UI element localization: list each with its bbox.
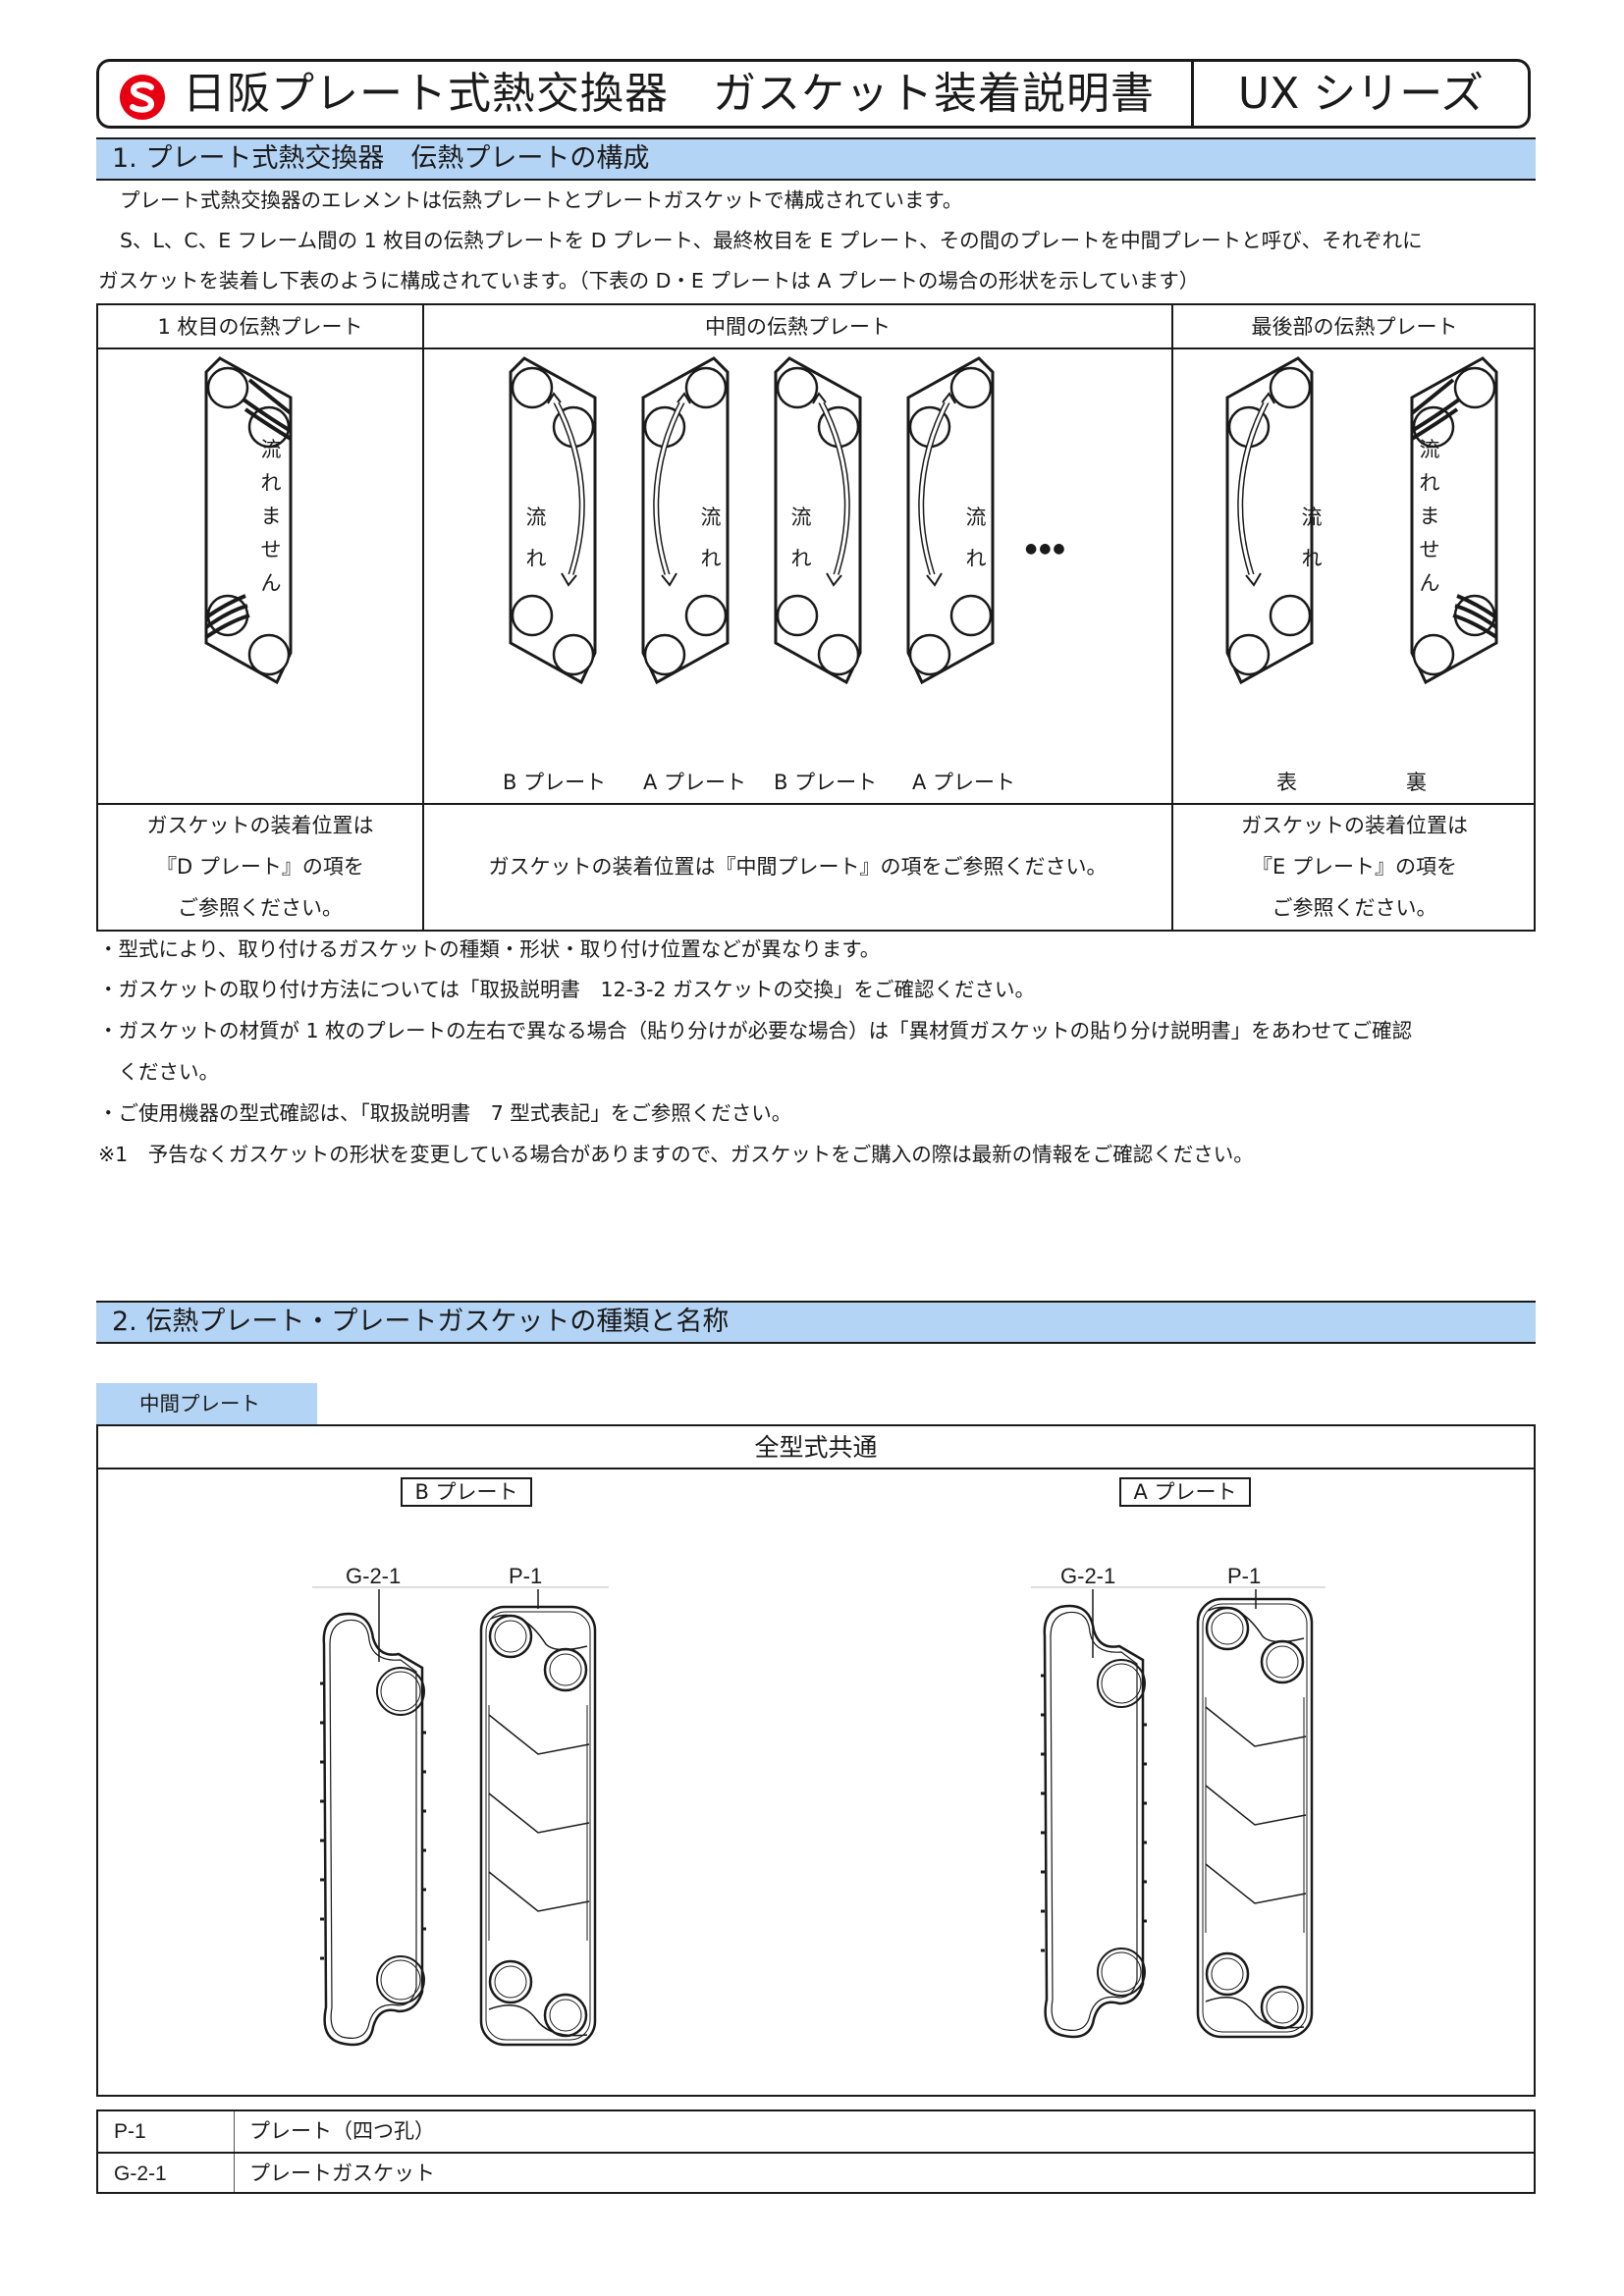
common-models-heading: 全型式共通 bbox=[98, 1426, 1534, 1469]
gasket-plate-drawings bbox=[312, 1586, 1326, 2047]
note-first-plate: ガスケットの装着位置は 『D プレート』の項を ご参照ください。 bbox=[98, 805, 422, 929]
note-line: ご参照ください。 bbox=[1272, 896, 1437, 920]
note-line: ガスケットの装着位置は bbox=[1241, 814, 1468, 837]
parts-row: G-2-1 プレートガスケット bbox=[98, 2154, 1534, 2194]
back-side-label: 裏 bbox=[1406, 771, 1427, 794]
plate-types-panel: 全型式共通 B プレート A プレート G-2-1 P-1 G-2-1 P-1 bbox=[96, 1424, 1536, 2097]
note-line: ガスケットの装着位置は bbox=[146, 814, 374, 837]
note-last-plate: ガスケットの装着位置は 『E プレート』の項を ご参照ください。 bbox=[1173, 805, 1536, 929]
column-header-first-plate: 1 枚目の伝熱プレート bbox=[157, 315, 363, 339]
column-header-middle-plates: 中間の伝熱プレート bbox=[705, 315, 891, 339]
series-name: UX シリーズ bbox=[1237, 69, 1485, 119]
flow-label-b1: 流れ bbox=[525, 506, 547, 570]
note-line: 『E プレート』の項を bbox=[1252, 855, 1457, 879]
no-flow-label-last: 流れません bbox=[1419, 438, 1440, 595]
flow-label-last: 流れ bbox=[1301, 506, 1323, 570]
flow-label-a1: 流れ bbox=[700, 506, 722, 570]
footnote-1: ※1 予告なくガスケットの形状を変更している場合がありますので、ガスケットをご購… bbox=[98, 1143, 1254, 1166]
note-bullet-3-cont: ください。 bbox=[98, 1060, 219, 1084]
table-divider bbox=[98, 347, 1534, 349]
part-name: プレートガスケット bbox=[249, 2162, 435, 2185]
b-plate-box-label: B プレート bbox=[401, 1477, 532, 1507]
header-divider bbox=[1191, 61, 1194, 127]
plate-a-label-2: A プレート bbox=[912, 771, 1016, 794]
a-gasket-code-label: G-2-1 bbox=[1060, 1564, 1116, 1588]
company-logo-icon bbox=[120, 75, 165, 120]
plate-a-label-1: A プレート bbox=[643, 771, 747, 794]
note-line: ご参照ください。 bbox=[178, 896, 343, 920]
intro-paragraph-2: S、L、C、E フレーム間の 1 枚目の伝熱プレートを D プレート、最終枚目を… bbox=[120, 229, 1423, 252]
plate-configuration-table: 1 枚目の伝熱プレート 中間の伝熱プレート 最後部の伝熱プレート bbox=[96, 303, 1536, 932]
intro-paragraph-1: プレート式熱交換器のエレメントは伝熱プレートとプレートガスケットで構成されていま… bbox=[120, 188, 963, 212]
note-line: 『D プレート』の項を bbox=[156, 855, 364, 879]
plate-b-label-1: B プレート bbox=[503, 771, 607, 794]
document-header bbox=[96, 59, 1531, 129]
section-1-heading: 1. プレート式熱交換器 伝熱プレートの構成 bbox=[96, 137, 1536, 181]
part-code: P-1 bbox=[114, 2120, 146, 2143]
b-plate-code-label: P-1 bbox=[509, 1564, 543, 1588]
section-2-heading: 2. 伝熱プレート・プレートガスケットの種類と名称 bbox=[96, 1301, 1536, 1344]
note-bullet-3: ・ガスケットの材質が 1 枚のプレートの左右で異なる場合（貼り分けが必要な場合）… bbox=[98, 1019, 1413, 1042]
table-divider bbox=[98, 803, 1534, 805]
flow-label-a2: 流れ bbox=[965, 506, 987, 570]
part-name: プレート（四つ孔） bbox=[249, 2119, 435, 2143]
table-divider bbox=[98, 2152, 1534, 2154]
no-flow-label-first: 流れません bbox=[260, 438, 282, 595]
a-plate-box-label: A プレート bbox=[1119, 1477, 1251, 1507]
plate-b-label-2: B プレート bbox=[774, 771, 878, 794]
parts-row: P-1 プレート（四つ孔） bbox=[98, 2111, 1534, 2152]
a-plate-code-label: P-1 bbox=[1227, 1564, 1262, 1588]
continuation-dots: ●●● bbox=[1025, 541, 1067, 557]
part-code: G-2-1 bbox=[114, 2163, 167, 2185]
b-gasket-code-label: G-2-1 bbox=[346, 1564, 402, 1588]
note-bullet-1: ・型式により、取り付けるガスケットの種類・形状・取り付け位置などが異なります。 bbox=[98, 937, 881, 961]
section-2-title: 2. 伝熱プレート・プレートガスケットの種類と名称 bbox=[112, 1307, 730, 1337]
front-side-label: 表 bbox=[1276, 771, 1297, 794]
parts-list-table: P-1 プレート（四つ孔） G-2-1 プレートガスケット bbox=[96, 2109, 1536, 2194]
table-divider bbox=[422, 305, 424, 930]
table-divider bbox=[1171, 305, 1173, 930]
document-title: 日阪プレート式熱交換器 ガスケット装着説明書 bbox=[183, 69, 1155, 119]
note-bullet-2: ・ガスケットの取り付け方法については「取扱説明書 12-3-2 ガスケットの交換… bbox=[98, 978, 1035, 1001]
intro-paragraph-3: ガスケットを装着し下表のように構成されています。（下表の D・E プレートは A… bbox=[98, 269, 1200, 293]
note-bullet-4: ・ご使用機器の型式確認は、「取扱説明書 7 型式表記」をご参照ください。 bbox=[98, 1101, 792, 1125]
section-1-title: 1. プレート式熱交換器 伝熱プレートの構成 bbox=[112, 143, 650, 174]
column-header-last-plate: 最後部の伝熱プレート bbox=[1251, 315, 1458, 339]
middle-plate-tab: 中間プレート bbox=[96, 1383, 317, 1424]
note-middle-plates: ガスケットの装着位置は『中間プレート』の項をご参照ください。 bbox=[488, 855, 1108, 879]
flow-label-b2: 流れ bbox=[790, 506, 812, 570]
